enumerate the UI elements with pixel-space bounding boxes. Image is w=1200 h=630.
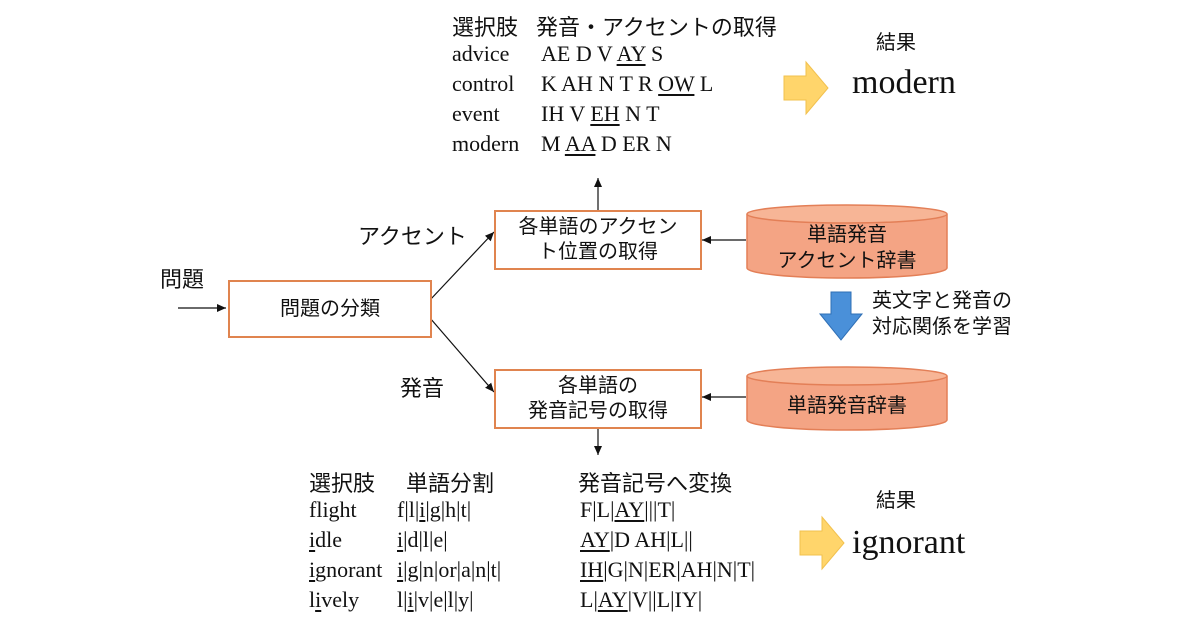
top-row-pron-seg: AY (616, 41, 646, 66)
top-row-pron-seg: L (694, 71, 714, 96)
bottom-row-split-seg: |g|n|or|a|n|t| (403, 557, 502, 582)
top-row-pron: K AH N T R OW L (541, 71, 713, 97)
bottom-row-split-seg: i (397, 557, 404, 582)
classify-box: 問題の分類 (228, 280, 432, 338)
bottom-row-conv-seg: AY (597, 587, 628, 612)
pron-process-box: 各単語の 発音記号の取得 (494, 369, 702, 429)
learn-note-line2: 対応関係を学習 (872, 316, 1012, 338)
top-row-pron-seg: D ER N (595, 131, 672, 156)
top-row-pron-seg: AA (564, 131, 596, 156)
top-row-word: event (452, 101, 500, 126)
top-row-pron-seg: OW (658, 71, 695, 96)
bottom-row-conv: IH|G|N|ER|AH|N|T| (580, 557, 755, 583)
bottom-row-conv-seg: |D AH|L|| (609, 527, 693, 552)
top-row-pron-seg: K AH N T R (541, 71, 659, 96)
db-pron-label: 単語発音辞書 (787, 395, 907, 417)
bottom-row-conv-seg: L| (580, 587, 598, 612)
bottom-row-word-seg: i (309, 527, 316, 552)
learn-note: 英文字と発音の 対応関係を学習 (872, 288, 1012, 340)
bottom-row-word: lively (309, 587, 359, 613)
bottom-row-word: flight (309, 497, 357, 523)
top-row-pron: M AA D ER N (541, 131, 672, 157)
top-row-pron-seg: EH (590, 101, 620, 126)
bottom-row-split: i|d|l|e| (397, 527, 448, 553)
bottom-row-conv: L|AY|V||L|IY| (580, 587, 702, 613)
bottom-row-split: f|l|i|g|h|t| (397, 497, 471, 523)
bottom-row-conv: F|L|AY|||T| (580, 497, 675, 523)
learn-arrow (818, 291, 864, 341)
top-result-label: 結果 (876, 32, 916, 54)
top-row-pron-seg: S (645, 41, 664, 66)
bottom-row-split: i|g|n|or|a|n|t| (397, 557, 501, 583)
top-row-pron-seg: N T (619, 101, 660, 126)
learn-note-line1: 英文字と発音の (872, 290, 1012, 312)
bottom-row-word: ignorant (309, 557, 382, 583)
db-accent: 単語発音 アクセント辞書 (746, 204, 948, 280)
bottom-row-conv: AY|D AH|L|| (580, 527, 693, 553)
accent-process-box: 各単語のアクセン ト位置の取得 (494, 210, 702, 270)
bottom-row-split-seg: i (397, 527, 404, 552)
branch-pron-label: 発音 (400, 376, 445, 401)
bottom-row-conv-seg: AY (614, 497, 645, 522)
bottom-row-split-seg: |d|l|e| (403, 527, 448, 552)
bottom-result-label: 結果 (876, 490, 916, 512)
classify-box-label: 問題の分類 (280, 297, 380, 320)
input-label: 問題 (160, 267, 205, 292)
classify-to-pron-arrow (429, 317, 495, 393)
bottom-row-split-seg: |v|e|l|y| (413, 587, 474, 612)
db-accent-cylinder (746, 204, 948, 279)
top-header-choice: 選択肢 (452, 15, 519, 40)
bottom-result-word: ignorant (852, 524, 966, 561)
accent-box-line1: 各単語のアクセン (518, 216, 678, 238)
db-pron: 単語発音辞書 (746, 366, 948, 432)
bottom-row-conv-seg: IH (580, 557, 604, 582)
bottom-header-choice: 選択肢 (309, 471, 376, 496)
top-row-pron: AE D V AY S (541, 41, 663, 67)
top-row-pron-seg: IH V (541, 101, 591, 126)
top-result-arrow (783, 60, 829, 116)
bottom-row-conv-seg: F|L| (580, 497, 615, 522)
db-accent-line2: アクセント辞書 (777, 250, 917, 272)
bottom-row-split-seg: i (419, 497, 426, 522)
bottom-row-word-seg: i (315, 587, 322, 612)
bottom-header-convert: 発音記号へ変換 (578, 471, 733, 496)
top-row-pron-seg: M (541, 131, 565, 156)
bottom-row-word-seg: dle (315, 527, 343, 552)
top-row-word: modern (452, 131, 520, 156)
classify-to-accent-arrow (429, 231, 495, 301)
bottom-row-conv-seg: |V||L|IY| (627, 587, 703, 612)
pron-box-line2: 発音記号の取得 (528, 400, 668, 422)
bottom-row-split-seg: l| (397, 587, 408, 612)
bottom-row-split-seg: f|l| (397, 497, 420, 522)
top-row-pron: IH V EH N T (541, 101, 660, 127)
branch-accent-label: アクセント (358, 224, 467, 249)
pron-box-line1: 各単語の (558, 375, 638, 397)
top-row-word: advice (452, 41, 510, 66)
bottom-row-word-seg: l (309, 587, 316, 612)
bottom-row-conv-seg: |G|N|ER|AH|N|T| (603, 557, 756, 582)
bottom-result-arrow (799, 515, 845, 571)
bottom-row-conv-seg: AY (580, 527, 610, 552)
accent-box-line2: ト位置の取得 (538, 241, 658, 263)
top-result-word: modern (852, 64, 956, 101)
top-row-word: control (452, 71, 515, 96)
bottom-row-split-seg: |g|h|t| (425, 497, 472, 522)
top-row-pron-seg: AE D V (541, 41, 617, 66)
bottom-row-split: l|i|v|e|l|y| (397, 587, 474, 613)
bottom-row-conv-seg: |||T| (644, 497, 676, 522)
bottom-row-word-seg: flight (309, 497, 357, 522)
db-pron-cylinder (746, 366, 948, 431)
bottom-row-word-seg: vely (321, 587, 360, 612)
bottom-row-split-seg: i (407, 587, 414, 612)
db-accent-line1: 単語発音 (807, 224, 887, 246)
top-header-pron: 発音・アクセントの取得 (536, 15, 777, 40)
bottom-row-word-seg: gnorant (315, 557, 383, 582)
bottom-row-word: idle (309, 527, 342, 553)
bottom-header-split: 単語分割 (406, 471, 495, 496)
bottom-row-word-seg: i (309, 557, 316, 582)
